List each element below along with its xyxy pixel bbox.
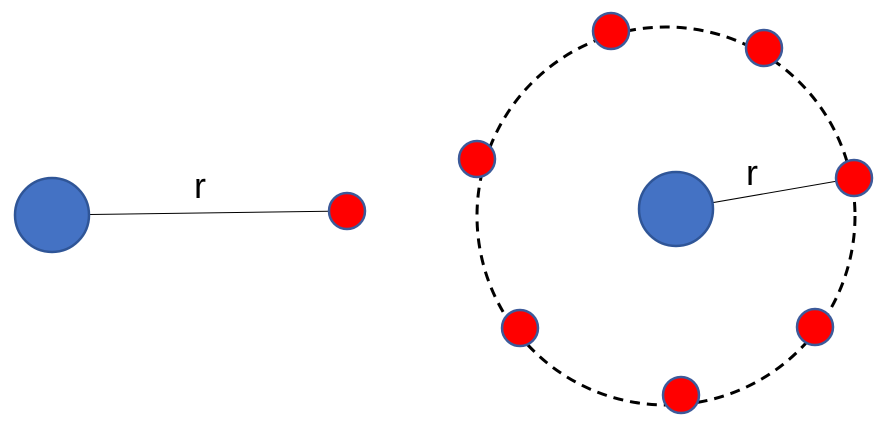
orbit-particle [661,375,701,415]
radius-label-left: r [194,165,206,206]
orbit-particle [834,158,874,198]
orbit-particle [795,307,835,347]
orbit-particles [457,11,874,415]
center-particle-left [13,176,91,254]
orbit-particle [500,308,540,348]
center-particle-right [637,170,715,248]
orbit-particle [457,139,497,179]
orbit-particle [744,28,784,68]
radius-label-right: r [746,152,758,193]
right-panel: r [457,11,874,415]
satellite-particle-left [327,191,367,231]
left-panel: r [13,165,367,254]
radius-line-left [51,210,348,216]
orbit-particle [591,11,631,51]
